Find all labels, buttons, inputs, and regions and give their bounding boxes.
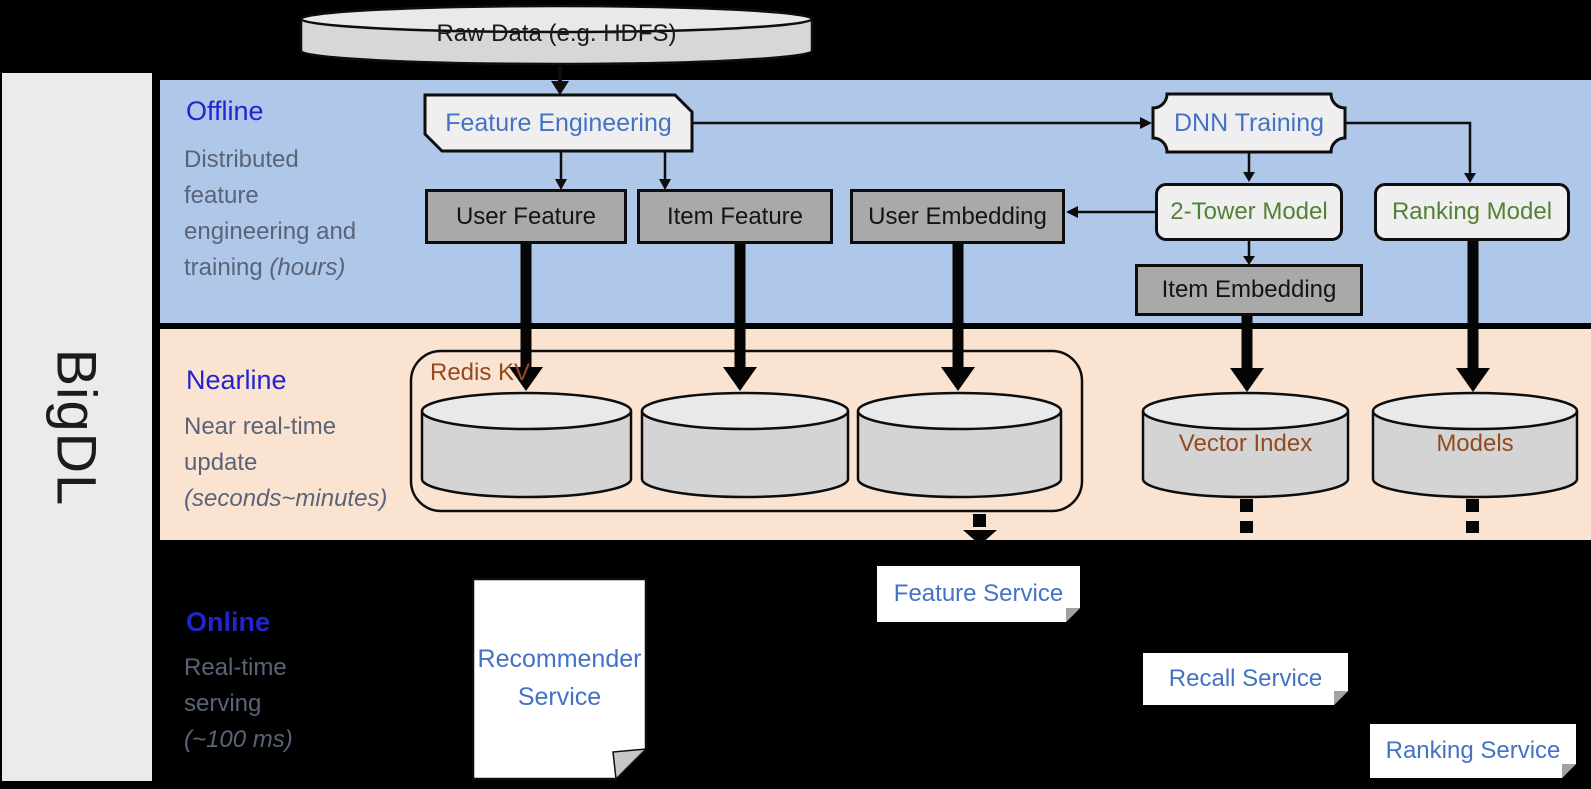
raw-data-label: Raw Data (e.g. HDFS): [436, 20, 677, 47]
recommender-service-line1: Recommender: [477, 645, 642, 673]
recall-service-label: Recall Service: [1168, 665, 1323, 692]
user-feature-node: User Feature: [425, 189, 627, 244]
offline-desc-text: Distributed feature engineering and trai…: [184, 146, 357, 281]
models-label: Models: [1436, 430, 1514, 457]
recommender-service-label: Recommender Service: [473, 622, 646, 734]
dnn-training-label: DNN Training: [1173, 108, 1325, 137]
online-section-title: Online: [186, 607, 271, 637]
nearline-section-title: Nearline: [186, 365, 287, 395]
document-fold-icon: [612, 748, 648, 781]
two-tower-model-label: 2-Tower Model: [1170, 198, 1328, 225]
nearline-section-desc: Near real-time update (seconds~minutes): [184, 409, 392, 517]
item-feature-label: Item Feature: [666, 202, 804, 230]
recommender-service-line2: Service: [517, 683, 602, 711]
nearline-desc-text: Near real-time update: [184, 413, 337, 476]
bigdl-logo-text: BigDL: [45, 348, 109, 506]
online-desc-italic: (~100 ms): [184, 726, 293, 753]
offline-section-title: Offline: [186, 96, 264, 126]
user-feature-label: User Feature: [455, 202, 597, 230]
offline-desc-italic: (hours): [269, 254, 346, 281]
two-tower-model-node: 2-Tower Model: [1155, 183, 1343, 241]
nearline-desc-italic: (seconds~minutes): [184, 485, 388, 512]
feature-service-node: Feature Service: [877, 566, 1080, 622]
user-embedding-node: User Embedding: [850, 189, 1065, 244]
folded-corner-icon: [1562, 764, 1576, 778]
offline-section-desc: Distributed feature engineering and trai…: [184, 142, 364, 286]
recall-service-node: Recall Service: [1143, 653, 1348, 705]
feature-engineering-label: Feature Engineering: [445, 108, 672, 137]
folded-corner-icon: [1066, 608, 1080, 622]
ranking-model-label: Ranking Model: [1391, 198, 1553, 225]
item-feature-node: Item Feature: [637, 189, 833, 244]
ranking-service-label: Ranking Service: [1385, 737, 1561, 764]
online-section-desc: Real-time serving (~100 ms): [184, 650, 319, 758]
online-desc-text: Real-time serving: [184, 654, 287, 717]
bigdl-sidebar: BigDL: [2, 73, 152, 781]
item-embedding-label: Item Embedding: [1161, 276, 1337, 303]
user-embedding-label: User Embedding: [868, 202, 1047, 230]
vector-index-label: Vector Index: [1178, 430, 1313, 457]
feature-service-label: Feature Service: [893, 580, 1064, 607]
item-embedding-node: Item Embedding: [1135, 264, 1363, 316]
ranking-model-node: Ranking Model: [1374, 183, 1570, 241]
redis-kv-label: Redis KV: [430, 359, 531, 386]
ranking-service-node: Ranking Service: [1370, 724, 1576, 778]
folded-corner-icon: [1334, 691, 1348, 705]
